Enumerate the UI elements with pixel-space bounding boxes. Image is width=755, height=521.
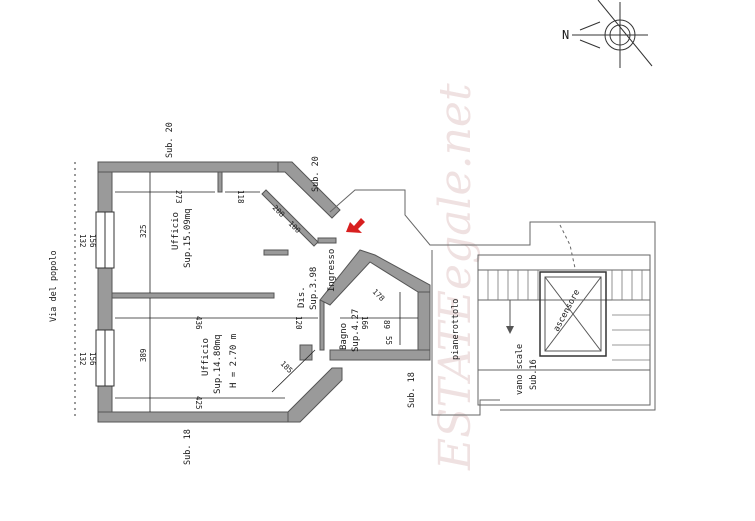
room-dis-area: Sup.3.98 [309,267,319,310]
compass-north-letter: N [562,28,569,42]
elevator-label: ascensore [552,288,582,333]
dim-166: 166 [360,316,369,330]
room-office1-area: Sup.15.09mq [183,208,193,268]
neighbor-label-sub18-right: Sub. 18 [407,372,417,408]
window-office-1 [95,211,115,269]
dim-273: 273 [174,190,183,204]
room-office2-height: H = 2.70 m [229,334,239,388]
north-compass-icon: N [562,0,653,68]
dim-325: 325 [139,224,148,238]
stair-sub-label: Sub.16 [529,359,539,390]
dim-89: 89 [382,320,391,329]
entrance-arrow-icon [346,218,365,233]
dimension-lines [115,172,418,412]
dim-118: 118 [236,190,245,204]
dim-120: 120 [294,316,303,330]
dim-389: 389 [139,348,148,362]
watermark-text: ESTATEegale.net [430,83,481,471]
stairwell [329,189,656,416]
neighbor-label-sub20-right: Sub. 20 [311,156,321,192]
dim-132b: 132 [78,352,87,366]
elevator-shaft [539,271,607,357]
dim-132a: 132 [78,234,87,248]
landing-label: pianerottolo [451,299,461,360]
dim-178: 178 [371,287,387,303]
room-bagno-name: Bagno [339,323,349,350]
room-office2-area: Sup.14.80mq [213,334,223,394]
window-office-2 [95,329,115,387]
dim-156a: 156 [88,234,97,248]
dim-436: 436 [194,316,203,330]
neighbor-label-sub18-bottom: Sub. 18 [183,429,193,465]
dim-425: 425 [194,396,203,410]
room-office1-name: Ufficio [171,212,181,250]
dim-55: 55 [384,336,393,345]
dim-156b: 156 [88,352,97,366]
street-label: Via del popolo [49,250,59,322]
entrance-label: Ingresso [327,249,337,292]
room-office2-name: Ufficio [201,338,211,376]
room-dis-name: Dis. [297,286,307,308]
stair-label: vano scale [515,344,525,395]
neighbor-label-sub20-top: Sub. 20 [165,122,175,158]
room-bagno-area: Sup.4.27 [351,309,361,352]
